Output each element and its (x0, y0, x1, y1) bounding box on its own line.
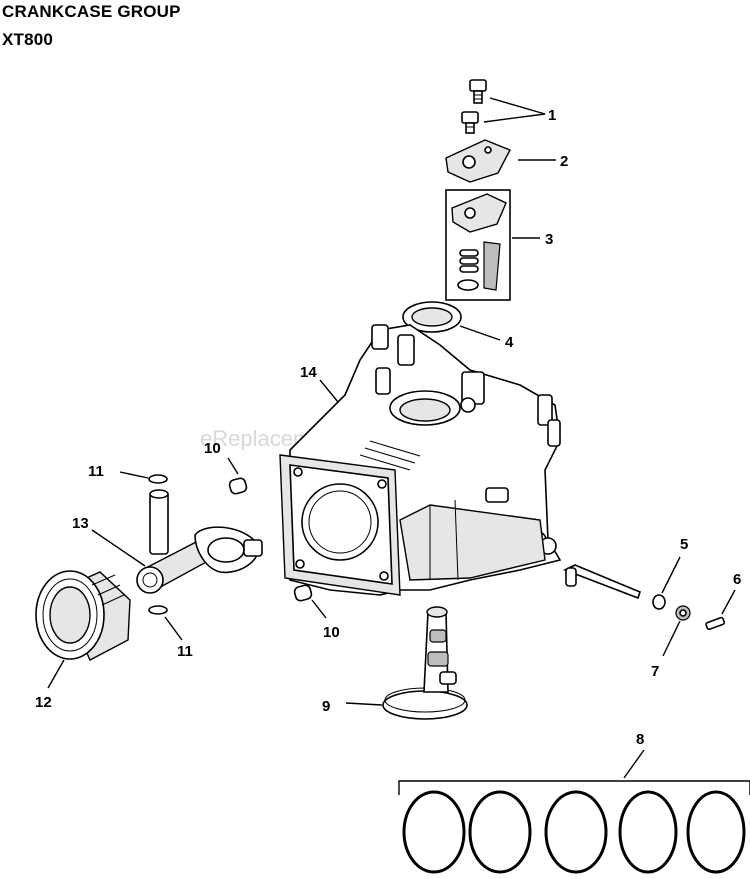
callout-4: 4 (505, 334, 514, 351)
callout-2: 2 (560, 153, 568, 170)
screw-upper (469, 79, 487, 104)
callout-3: 3 (545, 231, 553, 248)
leader-9 (345, 702, 383, 706)
leader-13 (91, 529, 146, 567)
part-13-connecting-rod[interactable] (91, 526, 263, 594)
leader-7 (662, 620, 681, 657)
leader-14 (319, 379, 339, 403)
callout-7: 7 (651, 663, 659, 680)
leader-6 (721, 589, 736, 615)
callout-6: 6 (733, 571, 741, 588)
leader-11a (119, 471, 149, 479)
part-4-oil-seal[interactable] (402, 301, 501, 341)
piston-pin[interactable] (149, 489, 169, 555)
callout-9: 9 (322, 698, 330, 715)
callout-1: 1 (548, 107, 556, 124)
part-3-kit[interactable] (445, 189, 540, 301)
part-11-retainer-upper[interactable] (119, 471, 168, 484)
part-10-dowel-lower[interactable] (293, 584, 327, 619)
part-14-crankcase[interactable] (279, 324, 562, 596)
screw-lower (461, 111, 479, 134)
bracket-8 (398, 780, 750, 795)
leader-8 (623, 749, 645, 779)
part-12-piston[interactable] (35, 570, 131, 689)
callout-11-upper: 11 (88, 463, 104, 480)
model-number: XT800 (2, 30, 54, 49)
callout-10-lower: 10 (323, 624, 340, 641)
part-11-retainer-lower[interactable] (148, 605, 183, 641)
callout-14: 14 (300, 364, 317, 381)
diagram-title: CRANKCASE GROUP (2, 2, 181, 21)
part-9-camshaft[interactable] (345, 606, 468, 720)
part-2-plate[interactable] (445, 139, 556, 183)
part-8-gasket-set[interactable] (398, 749, 750, 874)
callout-8: 8 (636, 731, 644, 748)
leader-12 (47, 659, 65, 689)
leader-10a (227, 457, 239, 475)
leader-5 (661, 556, 681, 594)
callout-13: 13 (72, 515, 89, 532)
part-5-washer[interactable] (652, 556, 681, 610)
callout-11-lower: 11 (177, 643, 193, 660)
leader-4 (459, 325, 501, 341)
part-6-pin[interactable] (705, 589, 736, 631)
leader-1 (483, 97, 546, 123)
leader-10b (311, 599, 327, 619)
part-1-screws[interactable] (461, 79, 546, 134)
governor-shaft[interactable] (563, 564, 641, 600)
callout-12: 12 (35, 694, 52, 711)
part-10-dowel-upper[interactable] (227, 457, 248, 495)
callout-5: 5 (680, 536, 688, 553)
callout-10-upper: 10 (204, 440, 221, 457)
leader-11b (164, 616, 183, 641)
part-7-seal[interactable] (662, 605, 691, 657)
